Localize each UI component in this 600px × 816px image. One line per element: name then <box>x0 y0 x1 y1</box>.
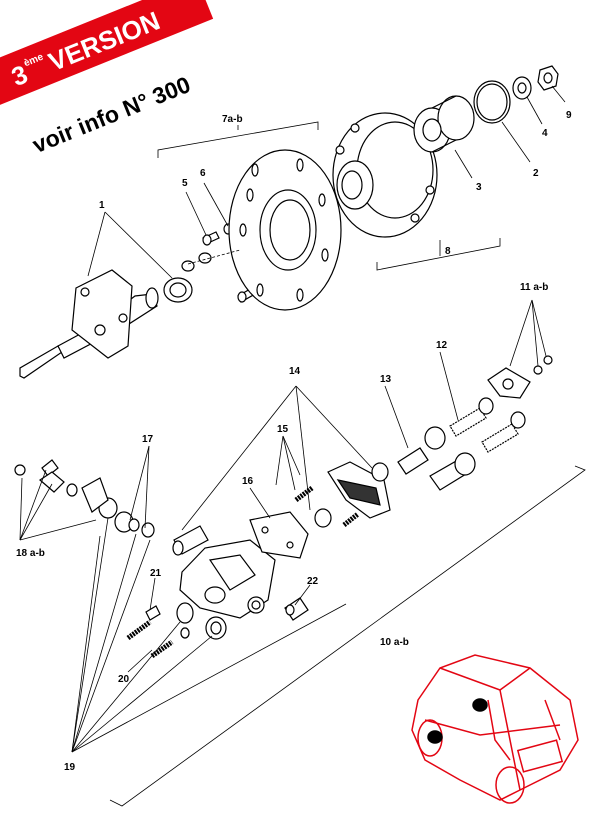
upper-leaders <box>87 85 566 279</box>
spacer-washers <box>181 252 212 272</box>
springs <box>126 486 360 659</box>
subtitle: voir info N° 300 <box>29 71 194 158</box>
callout-9: 9 <box>566 110 572 121</box>
callout-18ab: 18 a-b <box>16 548 45 559</box>
brake-disc <box>228 149 342 311</box>
hub-washer <box>512 76 532 100</box>
callout-19: 19 <box>64 762 76 773</box>
callout-21: 21 <box>150 568 162 579</box>
callout-22: 22 <box>307 576 319 587</box>
callout-14: 14 <box>289 366 301 377</box>
callout-12: 12 <box>436 340 448 351</box>
bracket-8 <box>376 238 501 271</box>
lower-leaders <box>19 299 586 807</box>
callout-16: 16 <box>242 476 254 487</box>
pad-plate <box>249 511 309 559</box>
callout-10ab: 10 a-b <box>380 637 409 648</box>
banner-background <box>0 0 214 113</box>
guide-pins <box>371 397 526 491</box>
hub-bearing <box>413 95 475 153</box>
callout-8: 8 <box>445 246 451 257</box>
hub-seal <box>163 277 193 303</box>
caliper-screws <box>145 605 190 639</box>
upper-assembly <box>19 65 559 379</box>
callout-6: 6 <box>200 168 206 179</box>
bracket-10ab <box>109 465 586 807</box>
hub-nut <box>537 65 559 91</box>
callout-2: 2 <box>533 168 539 179</box>
car-location-icon <box>411 654 579 804</box>
callout-4: 4 <box>542 128 548 139</box>
callout-20: 20 <box>118 674 130 685</box>
mounting-bracket <box>487 355 553 399</box>
callout-11ab: 11 a-b <box>520 282 548 293</box>
wheel-hub <box>332 112 438 238</box>
location-marker-front <box>427 730 443 744</box>
callout-7ab: 7a-b <box>222 114 243 125</box>
callout-labels: 1 2 3 4 5 6 7a-b 8 9 10 a-b 11 a-b 12 13… <box>16 110 572 773</box>
circlip <box>473 80 511 124</box>
bleed-nipple <box>284 597 309 621</box>
callout-1: 1 <box>99 200 105 211</box>
caliper-body <box>179 539 276 619</box>
callout-5: 5 <box>182 178 188 189</box>
callout-15: 15 <box>277 424 289 435</box>
caliper-pistons <box>172 508 332 556</box>
caliper-assembly <box>14 355 553 659</box>
callout-13: 13 <box>380 374 392 385</box>
location-marker-rear <box>472 698 488 712</box>
stub-axle <box>19 269 159 379</box>
bracket-7ab <box>157 121 319 158</box>
callout-17: 17 <box>142 434 154 445</box>
spring-clip <box>14 459 109 513</box>
callout-3: 3 <box>476 182 482 193</box>
